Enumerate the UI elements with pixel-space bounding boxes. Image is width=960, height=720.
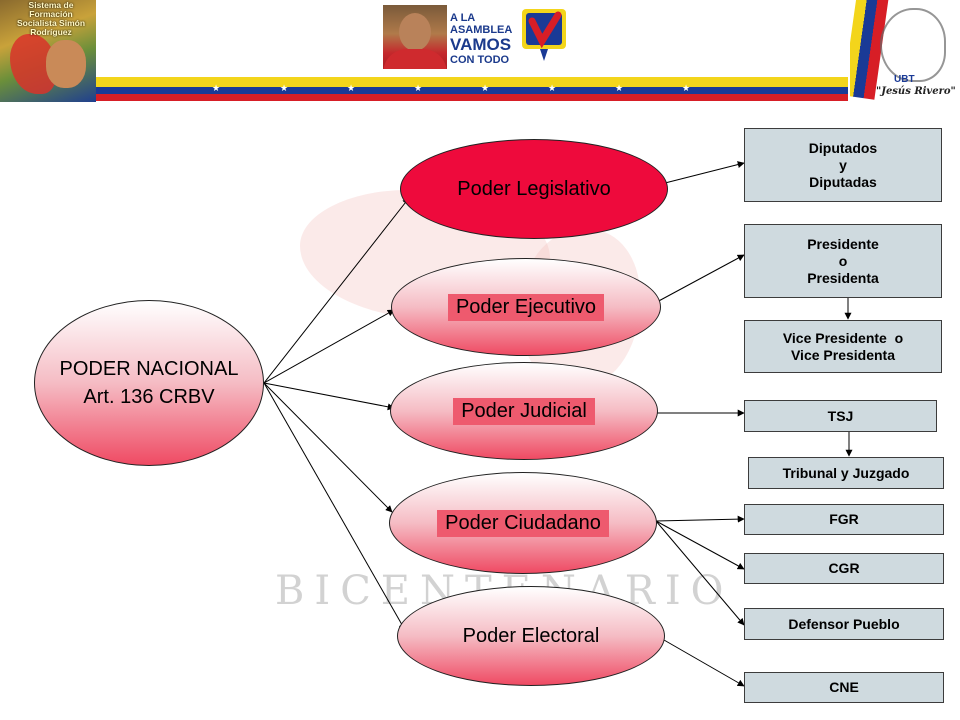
poder-ciudadano-node: Poder Ciudadano [389, 472, 657, 574]
presidente-box: Presidente o Presidenta [744, 224, 942, 298]
connector-root-ciudadano [263, 382, 393, 513]
cgr-label: CGR [828, 560, 860, 576]
vicepresidente-line-2: Vice Presidenta [790, 346, 895, 363]
portrait-graphic [46, 40, 86, 88]
poder-nacional-article: Art. 136 CRBV [83, 386, 215, 408]
poder-judicial-label: Poder Judicial [453, 397, 595, 425]
presidente-line-1: Presidente [807, 235, 879, 252]
slogan: A LA ASAMBLEA VAMOS CON TODO [450, 12, 520, 66]
poder-nacional-node: PODER NACIONAL Art. 136 CRBV [34, 300, 264, 466]
poder-legislativo-label: Poder Legislativo [457, 177, 611, 200]
star-icon: ★ [414, 83, 423, 93]
poder-nacional-title: PODER NACIONAL [59, 358, 239, 380]
star-icon: ★ [682, 83, 691, 93]
defensor-box: Defensor Pueblo [744, 608, 944, 640]
tsj-box: TSJ [744, 400, 937, 432]
presidente-line-2: o [838, 252, 848, 269]
connector-ciudadano-cgr [655, 520, 745, 570]
star-icon: ★ [615, 83, 624, 93]
diputados-line-1: Diputados [808, 139, 878, 156]
connector-ciudadano-fgr [655, 515, 745, 523]
connector-ciudadano-defensor [655, 520, 745, 626]
diputados-line-3: Diputadas [809, 173, 877, 190]
portrait-photo [383, 5, 447, 69]
slogan-line-3: CON TODO [450, 54, 510, 66]
header-banner: Sistema de Formación Socialista Simón Ro… [0, 0, 960, 104]
vicepresidente-line-1: Vice Presidente o [782, 329, 904, 346]
poder-ejecutivo-label: Poder Ejecutivo [447, 293, 605, 321]
vicepresidente-box: Vice Presidente o Vice Presidenta [744, 320, 942, 373]
poder-judicial-node: Poder Judicial [390, 362, 658, 460]
poder-legislativo-node: Poder Legislativo [400, 139, 668, 239]
portrait-sketch-graphic [880, 8, 946, 82]
star-icon: ★ [212, 83, 221, 93]
connector-root-ejecutivo [263, 309, 395, 384]
star-icon: ★ [548, 83, 557, 93]
connector-root-judicial [263, 382, 395, 411]
left-logo-text: Sistema de Formación Socialista Simón Ro… [16, 0, 86, 37]
check-badge-icon [522, 9, 566, 61]
diputados-line-2: y [839, 156, 847, 173]
poder-electoral-label: Poder Electoral [462, 624, 600, 647]
tribunal-box: Tribunal y Juzgado [748, 457, 944, 489]
fgr-box: FGR [744, 504, 944, 535]
flag-band-yellow [96, 77, 848, 87]
defensor-label: Defensor Pueblo [788, 615, 900, 632]
slogan-line-1: A LA ASAMBLEA [450, 12, 513, 36]
cgr-box: CGR [744, 553, 944, 584]
connector-root-electoral [263, 382, 406, 631]
flag-band-blue [96, 87, 848, 94]
cne-box: CNE [744, 672, 944, 703]
slogan-line-2: VAMOS [450, 35, 512, 54]
diputados-box: Diputados y Diputadas [744, 128, 942, 202]
presidente-line-3: Presidenta [807, 269, 879, 286]
flag-band-red [96, 94, 848, 101]
connector-electoral-cne [663, 639, 745, 687]
connector-legislativo-diputados [664, 161, 745, 184]
poder-electoral-node: Poder Electoral [397, 586, 665, 686]
star-icon: ★ [481, 83, 490, 93]
star-icon: ★ [280, 83, 289, 93]
tribunal-label: Tribunal y Juzgado [782, 464, 910, 481]
cne-label: CNE [829, 679, 859, 695]
poder-ciudadano-label: Poder Ciudadano [437, 509, 609, 537]
connector-root-legislativo [263, 197, 410, 384]
ubt-label: UBT [894, 74, 915, 85]
tsj-label: TSJ [827, 407, 854, 424]
sistema-formacion-logo: Sistema de Formación Socialista Simón Ro… [0, 0, 96, 102]
star-icon: ★ [347, 83, 356, 93]
jesus-rivero-label: "Jesús Rivero" [876, 86, 956, 97]
connector-ejecutivo-presidente [654, 254, 745, 304]
fgr-label: FGR [829, 511, 859, 527]
poder-ejecutivo-node: Poder Ejecutivo [391, 258, 661, 356]
ubt-jesus-rivero-logo: UBT "Jesús Rivero" [850, 0, 960, 102]
